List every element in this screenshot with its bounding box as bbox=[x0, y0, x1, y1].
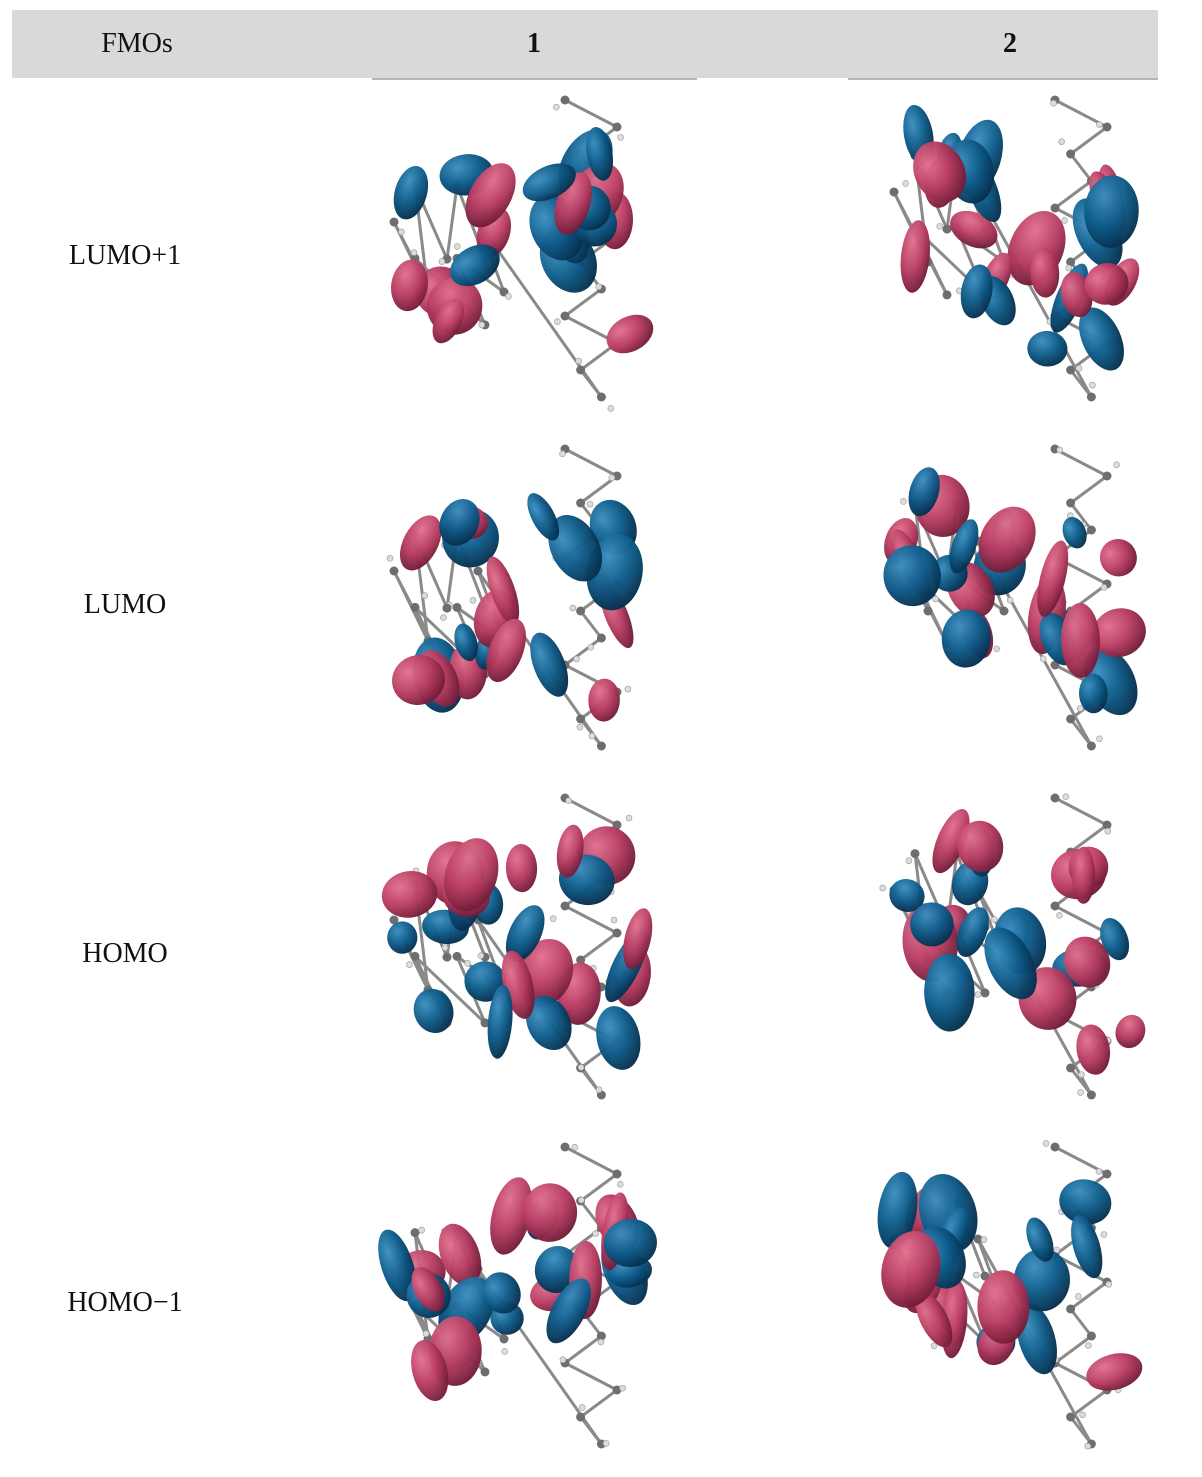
orbital-label: LUMO bbox=[83, 589, 167, 620]
orbital-lobes bbox=[889, 809, 1146, 1075]
table-row: LUMO bbox=[0, 431, 1190, 779]
orbital-structure bbox=[381, 793, 653, 1100]
orbital-lobes bbox=[381, 824, 653, 1070]
orbital-structure bbox=[879, 793, 1146, 1100]
header-compound-2: 2 bbox=[1003, 28, 1017, 59]
orbital-image-compound-2 bbox=[846, 82, 1176, 430]
orbital-image-compound-2 bbox=[846, 780, 1176, 1128]
orbital-structure bbox=[877, 1140, 1143, 1450]
table-row: HOMO−1 bbox=[0, 1129, 1190, 1477]
orbital-structure bbox=[386, 444, 643, 751]
orbital-label: LUMO+1 bbox=[68, 240, 182, 271]
orbital-lobes bbox=[900, 104, 1140, 371]
fmo-table: FMOs 1 2 bbox=[12, 10, 1158, 80]
orbital-structure bbox=[883, 444, 1146, 751]
orbital-image-compound-2 bbox=[846, 1129, 1176, 1477]
orbital-label: HOMO−1 bbox=[67, 1287, 183, 1318]
orbital-image-compound-1 bbox=[366, 431, 696, 779]
table-header: FMOs 1 2 bbox=[12, 10, 1158, 78]
orbital-image-compound-2 bbox=[846, 431, 1176, 779]
orbital-lobes bbox=[378, 1177, 657, 1401]
orbital-image-compound-1 bbox=[366, 780, 696, 1128]
orbital-image-compound-1 bbox=[366, 1129, 696, 1477]
header-compound-1: 1 bbox=[527, 28, 541, 59]
table-row: HOMO bbox=[0, 780, 1190, 1128]
orbital-lobes bbox=[390, 127, 654, 354]
orbital-label: HOMO bbox=[82, 938, 168, 969]
table-row: LUMO+1 bbox=[0, 82, 1190, 430]
orbital-lobes bbox=[883, 467, 1146, 716]
header-divider bbox=[12, 78, 1158, 80]
orbital-image-compound-1 bbox=[366, 82, 696, 430]
orbital-lobes bbox=[392, 493, 643, 722]
header-fmos: FMOs bbox=[101, 28, 173, 59]
orbital-structure bbox=[389, 95, 654, 412]
orbital-structure bbox=[378, 1142, 657, 1449]
orbital-structure bbox=[889, 95, 1140, 402]
orbital-lobes bbox=[877, 1171, 1143, 1391]
